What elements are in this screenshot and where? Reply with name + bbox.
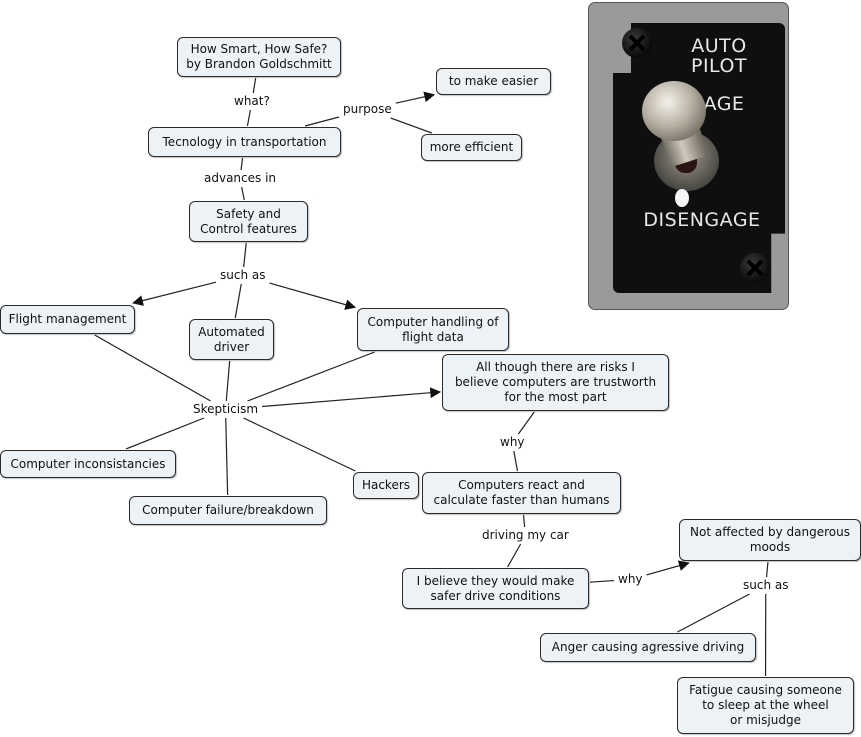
connection-title-what xyxy=(252,77,257,94)
label-engage: AGE xyxy=(703,93,745,115)
link-such-as-1[interactable]: such as xyxy=(217,268,269,283)
connection-auto_driver-skepticism xyxy=(225,360,231,402)
connection-skepticism-trustworthy xyxy=(262,387,442,408)
concept-failure[interactable]: Computer failure/breakdown xyxy=(129,496,327,525)
concept-anger[interactable]: Anger causing agressive driving xyxy=(540,633,756,662)
connection-purpose-efficient xyxy=(390,117,432,134)
connection-skepticism-inconsistencies xyxy=(125,417,205,450)
link-what[interactable]: what? xyxy=(231,94,273,109)
connection-skepticism-failure xyxy=(225,417,229,496)
connection-flight_data-skepticism xyxy=(247,351,375,402)
concept-automated-driver[interactable]: Automated driver xyxy=(189,319,274,360)
link-advances-in[interactable]: advances in xyxy=(201,171,280,186)
concept-safety[interactable]: Safety and Control features xyxy=(189,201,308,242)
link-why-1[interactable]: why xyxy=(497,435,528,450)
link-driving-my-car[interactable]: driving my car xyxy=(479,528,572,543)
concept-inconsistencies[interactable]: Computer inconsistancies xyxy=(0,450,176,478)
label-pilot: PILOT xyxy=(690,55,748,77)
link-skepticism[interactable]: Skepticism xyxy=(190,402,262,417)
concept-flight-data[interactable]: Computer handling of flight data xyxy=(357,308,509,351)
connection-safety-suchas1 xyxy=(243,242,247,268)
indicator-light xyxy=(675,189,689,207)
screw-icon xyxy=(740,253,770,283)
concept-technology[interactable]: Tecnology in transportation xyxy=(148,127,341,157)
connection-technology-purpose xyxy=(304,116,340,127)
connection-flight_mgmt-skepticism xyxy=(94,334,211,402)
connection-trustworthy-why1 xyxy=(517,411,535,435)
concept-efficient[interactable]: more efficient xyxy=(421,134,522,161)
connection-purpose-easier xyxy=(395,91,436,104)
connection-moods-suchas2 xyxy=(765,561,769,578)
concept-react[interactable]: Computers react and calculate faster tha… xyxy=(422,472,621,514)
connection-safer-why2 xyxy=(589,579,615,583)
concept-title[interactable]: How Smart, How Safe? by Brandon Goldschm… xyxy=(177,37,341,77)
connection-skepticism-hackers xyxy=(243,417,356,472)
connection-react-driving xyxy=(522,514,526,528)
link-such-as-2[interactable]: such as xyxy=(740,578,792,593)
concept-moods[interactable]: Not affected by dangerous moods xyxy=(679,519,861,561)
connection-suchas2-anger xyxy=(677,593,750,633)
concept-easier[interactable]: to make easier xyxy=(436,68,551,95)
autopilot-switch-photo: AUTO PILOT AGE DISENGAGE xyxy=(588,2,789,310)
concept-trustworthy[interactable]: All though there are risks I believe com… xyxy=(442,354,669,411)
connection-driving-safer xyxy=(507,543,522,568)
connection-advances-safety xyxy=(241,186,245,201)
connection-suchas1-flight_data xyxy=(269,282,357,310)
connection-why1-react xyxy=(513,450,519,472)
label-disengage: DISENGAGE xyxy=(643,209,761,231)
concept-hackers[interactable]: Hackers xyxy=(353,472,419,499)
toggle-knob xyxy=(642,81,706,141)
concept-flight-management[interactable]: Flight management xyxy=(0,305,135,334)
link-why-2[interactable]: why xyxy=(615,572,646,587)
label-auto: AUTO xyxy=(691,35,747,57)
connection-suchas1-flight_mgmt xyxy=(132,281,217,306)
connection-what-technology xyxy=(246,109,251,127)
connection-technology-advances xyxy=(240,157,244,171)
connection-why2-moods xyxy=(646,560,690,576)
connection-suchas1-auto_driver xyxy=(234,283,242,319)
screw-icon xyxy=(622,28,652,58)
concept-fatigue[interactable]: Fatigue causing someone to sleep at the … xyxy=(677,677,854,734)
concept-safer[interactable]: I believe they would make safer drive co… xyxy=(402,568,589,609)
link-purpose[interactable]: purpose xyxy=(340,102,395,117)
